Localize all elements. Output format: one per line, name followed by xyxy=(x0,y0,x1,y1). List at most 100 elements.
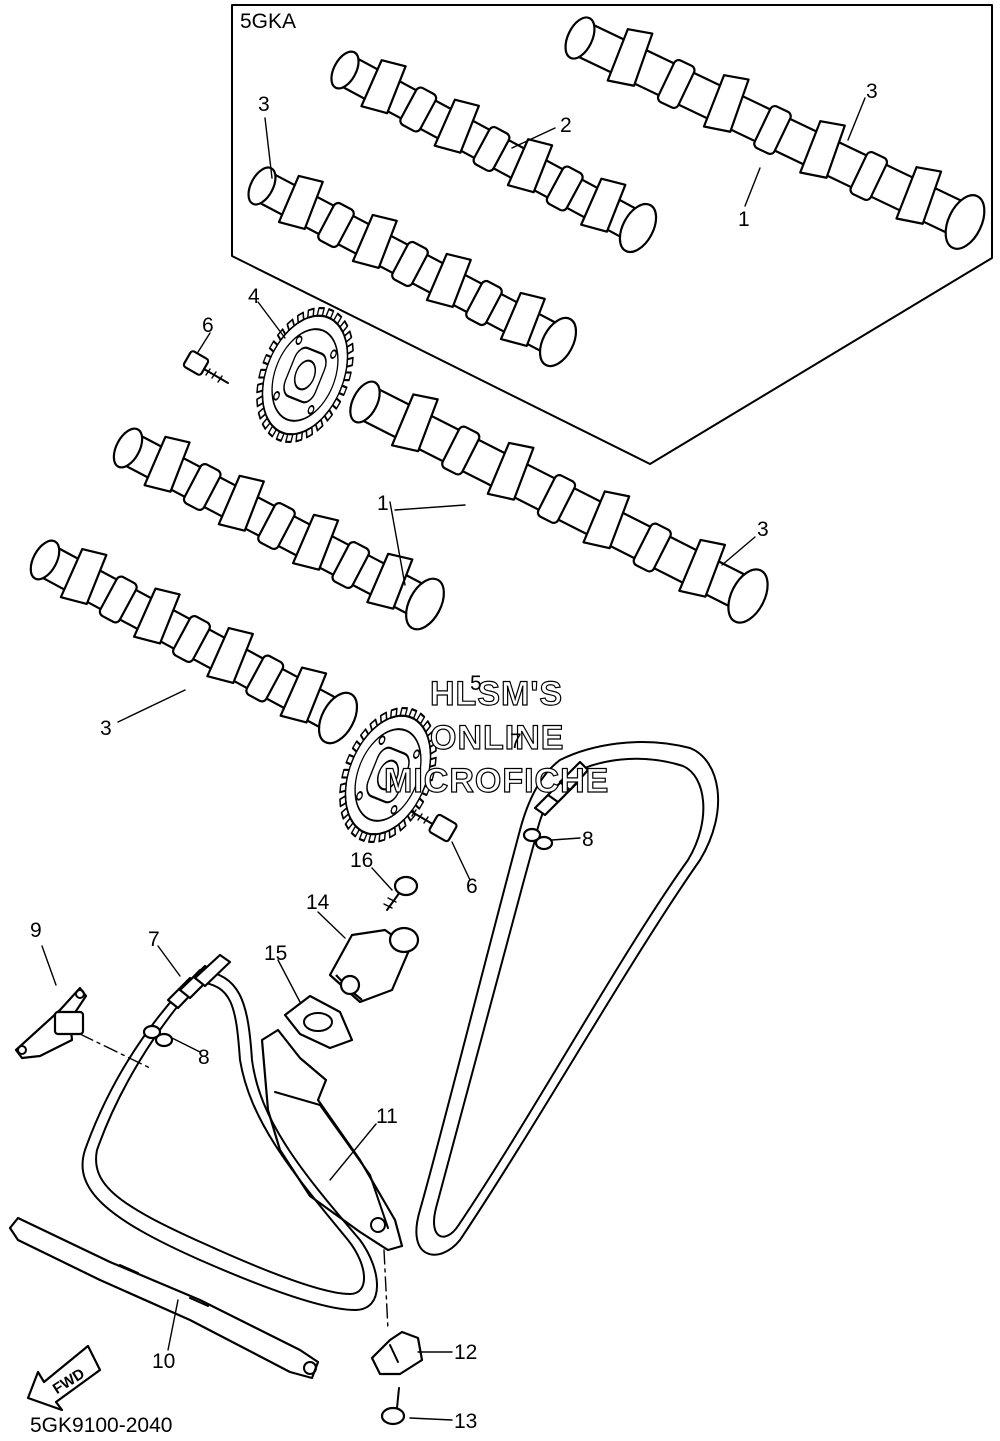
sprocket-bolt-hole xyxy=(378,735,386,745)
camshaft-1 xyxy=(349,380,769,624)
callout-3d: 3 xyxy=(100,717,112,740)
sprocket-tooth xyxy=(286,318,295,332)
cam-chain-left-inner xyxy=(95,981,365,1295)
sprocket-tooth xyxy=(341,768,350,779)
camshaft-3-intake-lobe xyxy=(291,513,340,571)
callout-12: 12 xyxy=(454,1341,477,1364)
camshaft-3-intake xyxy=(112,427,445,631)
bolt-13-head xyxy=(380,1406,406,1426)
camshaft-2-kit-journal xyxy=(399,86,438,133)
camshaft-1-kit-lobe xyxy=(606,28,654,87)
sprocket-tooth xyxy=(399,706,408,717)
camshaft-1-end-right xyxy=(727,568,769,624)
sprocket-tooth xyxy=(295,431,304,443)
sprocket-tooth xyxy=(262,353,272,366)
callout-13: 13 xyxy=(454,1410,477,1433)
sprocket-bolt-hole xyxy=(356,791,363,801)
camshaft-3-kit xyxy=(247,166,578,368)
sprocket-tooth xyxy=(332,312,343,325)
sprocket-tooth xyxy=(258,368,267,379)
callout-16: 16 xyxy=(350,849,373,872)
chain-link-7-lower xyxy=(166,953,232,1010)
sprocket-5-bore xyxy=(376,759,400,791)
cam-chain-tensioner-14 xyxy=(328,926,420,1004)
bolt-16-head xyxy=(393,875,419,897)
tensioner-plunger xyxy=(339,974,361,996)
watermark-line1: HLSM'S xyxy=(430,675,563,713)
camshaft-1-lobe xyxy=(486,441,535,501)
sprocket-tooth xyxy=(398,818,407,832)
camshaft-3-intake-lobe xyxy=(366,552,414,610)
sprocket-tooth xyxy=(267,425,278,438)
camshaft-3-end-right xyxy=(317,691,359,745)
sprocket-tooth xyxy=(429,742,437,755)
sprocket-tooth xyxy=(261,417,271,430)
camshaft-3-kit-lobe xyxy=(277,174,324,230)
leader-lines xyxy=(41,97,866,1421)
camshafts-group xyxy=(29,16,986,745)
camshaft-1-lobe xyxy=(678,538,727,598)
watermark: HLSM'S ONLINE MICROFICHE xyxy=(383,674,609,800)
assembly-frame xyxy=(231,4,993,465)
sprocket-tooth xyxy=(306,307,315,319)
camshaft-3-lobe xyxy=(279,666,328,724)
sprocket-tooth xyxy=(346,356,354,368)
camshaft-1-journal xyxy=(632,522,672,573)
sprocket-tooth xyxy=(421,784,431,797)
sprocket-tooth xyxy=(369,718,378,732)
link-plate-8-lower xyxy=(142,1024,174,1048)
sprocket-tooth xyxy=(323,408,333,422)
sprocket-tooth xyxy=(346,342,354,355)
callout-11: 11 xyxy=(376,1105,398,1128)
chain-guide-bracket-9 xyxy=(14,986,88,1060)
camshaft-2-kit-lobe xyxy=(433,98,480,154)
camshaft-3-kit-journal xyxy=(317,201,355,249)
camshaft-3-end-left xyxy=(29,539,61,581)
chain-guide-11 xyxy=(260,1028,404,1252)
sprocket-5-teeth xyxy=(339,706,437,844)
camshaft-1-journal xyxy=(536,474,577,524)
camshaft-2-kit-journal xyxy=(545,165,584,212)
camshaft-3 xyxy=(29,539,359,745)
sprocket-tooth xyxy=(275,430,285,442)
bolt-6-upper xyxy=(182,350,229,384)
camshaft-2-kit-lobe xyxy=(360,59,407,115)
sprocket-tooth xyxy=(344,817,354,830)
camshaft-3-kit-end-right xyxy=(538,316,578,368)
group-label: 5GKA xyxy=(240,10,296,33)
callout-9: 9 xyxy=(30,919,42,942)
sprocket-tooth xyxy=(378,831,387,843)
sprocket-tooth xyxy=(388,826,397,839)
sprocket-tooth xyxy=(350,825,361,838)
sprocket-4-rim xyxy=(271,328,339,422)
guide-stopper-12 xyxy=(370,1330,424,1376)
camshaft-3-intake-lobe xyxy=(143,435,191,493)
sprocket-tooth xyxy=(338,384,348,397)
sprocket-tooth xyxy=(285,433,294,444)
sprocket-tooth xyxy=(339,782,347,794)
camshaft-2-kit-lobe xyxy=(506,138,554,194)
camshaft-3-intake-journal xyxy=(331,541,371,589)
camshaft-3-kit-journal xyxy=(465,279,503,327)
callout-3a: 3 xyxy=(258,93,270,116)
callout-7a: 7 xyxy=(148,928,160,951)
cam-chain-right-outer xyxy=(415,741,720,1256)
sprocket-bolt-hole xyxy=(307,405,315,415)
callout-4: 4 xyxy=(248,285,260,308)
camshaft-3-kit-lobe xyxy=(499,291,546,347)
watermark-line2: ONLINE xyxy=(430,719,564,757)
chain-link-7-upper xyxy=(533,760,590,817)
cam-sprocket-5 xyxy=(339,706,437,844)
sprocket-tooth xyxy=(343,330,353,344)
camshaft-2-kit-end-right xyxy=(618,202,658,254)
bolt-6-lower xyxy=(411,809,458,843)
camshaft-2-kit-end-left xyxy=(330,50,360,90)
camshaft-2-kit-journal xyxy=(472,125,511,173)
callout-14: 14 xyxy=(306,891,330,914)
callout-8a: 8 xyxy=(198,1046,210,1069)
camshaft-1-kit-lobe xyxy=(702,74,750,133)
sprocket-tooth xyxy=(379,711,388,724)
bolt-13-shank xyxy=(396,1387,400,1409)
camshaft-1-end-left xyxy=(349,380,381,424)
